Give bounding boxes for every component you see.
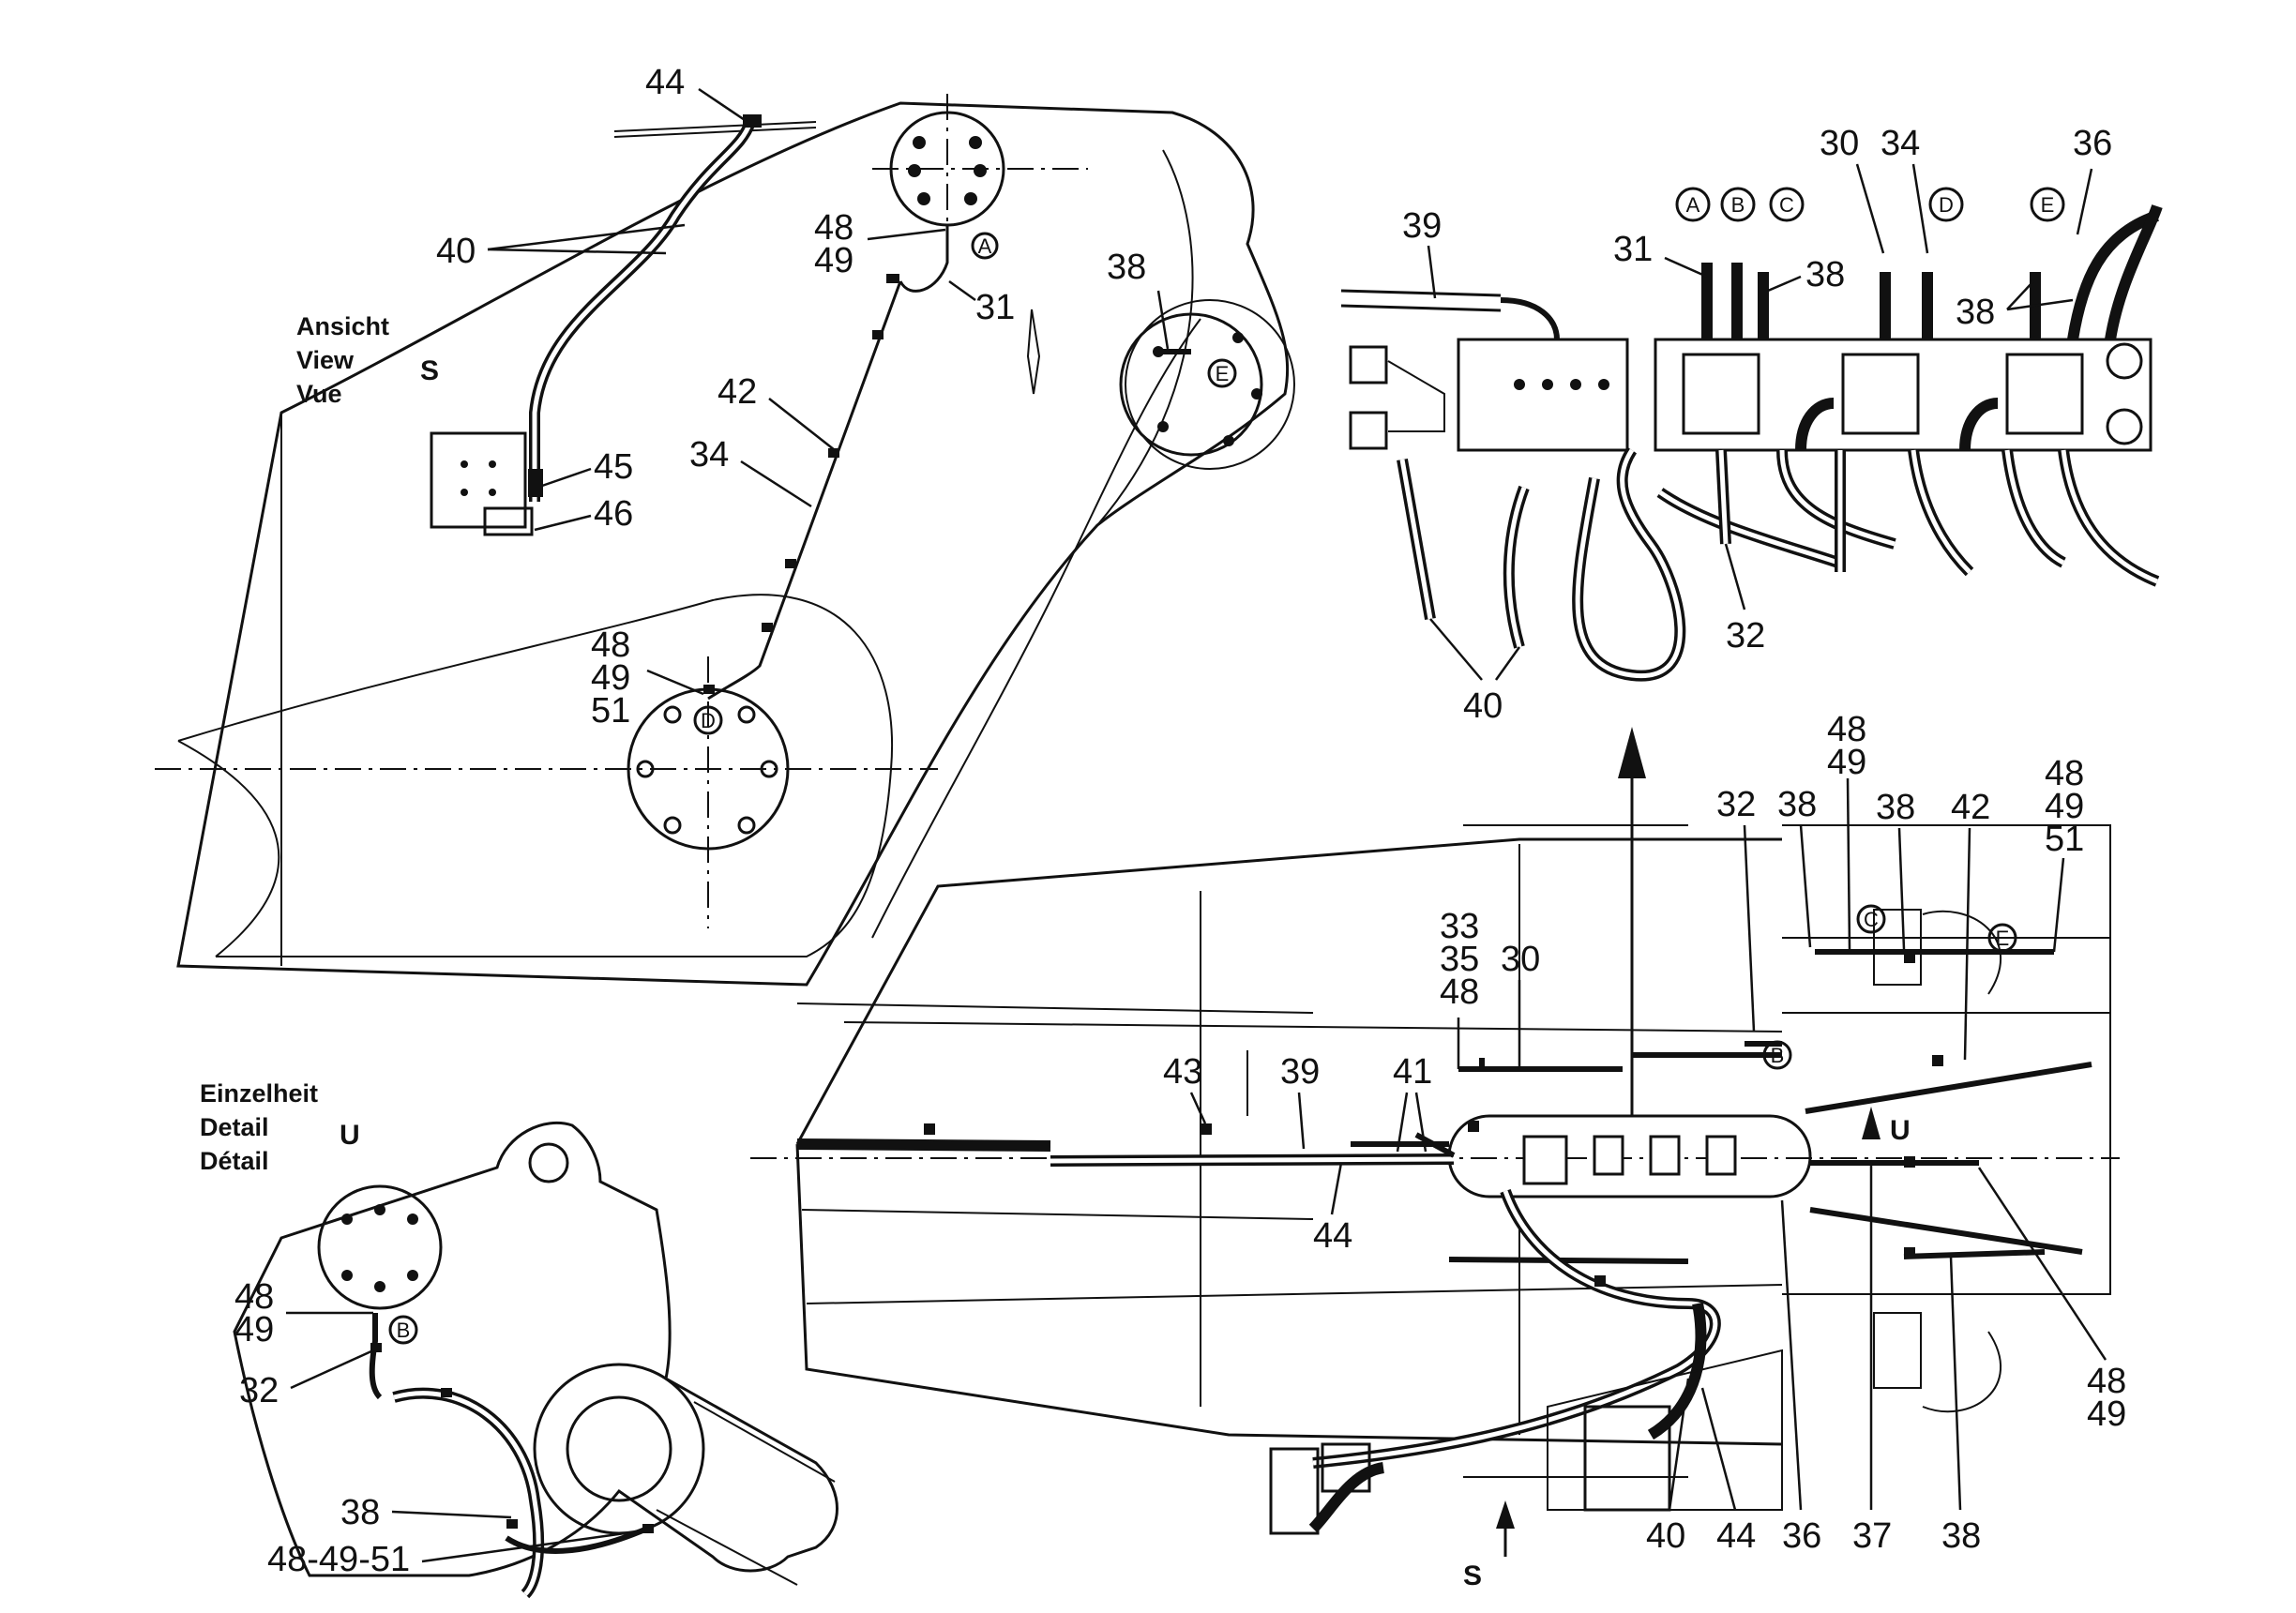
callout-31: 31 — [1613, 230, 1653, 269]
valve-block-detail — [1340, 204, 2163, 682]
callout-49: 49 — [2045, 787, 2084, 826]
callout-40: 40 — [436, 232, 476, 271]
detail-u-callouts: 48 49 B 32 38 48-49-51 — [234, 1277, 646, 1579]
callout-48: 48 — [591, 626, 630, 665]
callout-36: 36 — [2073, 124, 2112, 163]
callout-42: 42 — [1951, 788, 1990, 827]
callout-44: 44 — [645, 63, 685, 102]
circled-a: A — [978, 234, 992, 258]
view-arrow-up — [1618, 727, 1646, 1116]
view-s-boom-head — [155, 94, 1295, 987]
detail-u-heading-en: Detail — [200, 1113, 269, 1141]
callout-37: 37 — [1852, 1516, 1892, 1556]
callout-34: 34 — [689, 435, 729, 475]
circled-e: E — [1996, 927, 2010, 950]
marker-u: U — [1890, 1115, 1911, 1146]
circled-c: C — [1864, 908, 1879, 931]
callout-36: 36 — [1782, 1516, 1821, 1556]
callout-51: 51 — [591, 691, 630, 731]
callout-48: 48 — [2045, 754, 2084, 793]
callout-39: 39 — [1402, 206, 1442, 246]
view-s-heading-de: Ansicht — [296, 312, 389, 340]
callout-38: 38 — [1107, 248, 1146, 287]
callout-38: 38 — [1876, 788, 1915, 827]
callout-49: 49 — [814, 241, 853, 280]
callout-48: 48 — [2087, 1362, 2126, 1401]
callout-30: 30 — [1501, 940, 1540, 979]
callout-38: 38 — [1941, 1516, 1981, 1556]
callout-43: 43 — [1163, 1052, 1202, 1092]
view-s-callouts: 44 40 45 46 48 49 A 31 42 34 38 E 48 49 … — [436, 63, 1237, 735]
callout-38: 38 — [1956, 293, 1995, 332]
callout-38: 38 — [1805, 255, 1845, 294]
callout-44: 44 — [1313, 1216, 1352, 1256]
circled-e: E — [1216, 362, 1230, 385]
detail-u-heading-fr: Détail — [200, 1147, 269, 1175]
callout-48: 48 — [814, 208, 853, 248]
callout-39: 39 — [1280, 1052, 1320, 1092]
callout-42: 42 — [718, 372, 757, 412]
boom-plan-view — [750, 824, 2120, 1535]
detail-u-letter: U — [340, 1120, 360, 1151]
callout-31: 31 — [975, 288, 1015, 327]
boom-plan-callouts: 48 49 32 38 38 42 C E 48 49 51 B 33 35 4… — [1163, 710, 2126, 1591]
callout-46: 46 — [594, 494, 633, 534]
callout-48: 48 — [234, 1277, 274, 1317]
detail-u-heading: Einzelheit Detail Détail U — [200, 1079, 360, 1175]
callout-33: 33 — [1440, 907, 1479, 946]
detail-u-lug — [233, 1121, 838, 1599]
callout-49: 49 — [234, 1310, 274, 1349]
view-s-heading-fr: Vue — [296, 380, 342, 408]
circled-c: C — [1779, 193, 1794, 217]
circled-b: B — [1731, 193, 1745, 217]
circled-b: B — [397, 1319, 411, 1342]
callout-49: 49 — [2087, 1394, 2126, 1434]
callout-51: 51 — [2045, 820, 2084, 859]
callout-34: 34 — [1881, 124, 1920, 163]
valve-block-callouts: 39 A B C D E 31 38 30 34 36 38 32 40 — [1402, 124, 2112, 726]
callout-35: 35 — [1440, 940, 1479, 979]
detail-u-heading-de: Einzelheit — [200, 1079, 318, 1108]
callout-48: 48 — [1827, 710, 1866, 749]
callout-32: 32 — [1726, 616, 1765, 656]
callout-32: 32 — [1716, 785, 1756, 824]
callout-40: 40 — [1646, 1516, 1685, 1556]
callout-40: 40 — [1463, 686, 1503, 726]
view-s-heading-en: View — [296, 346, 355, 374]
callout-41: 41 — [1393, 1052, 1432, 1092]
callout-48-49-51: 48-49-51 — [267, 1540, 410, 1579]
callout-48: 48 — [1440, 972, 1479, 1012]
callout-49: 49 — [591, 658, 630, 698]
view-s-heading: Ansicht View Vue S — [296, 312, 439, 408]
circled-d: D — [701, 709, 716, 732]
circled-a: A — [1686, 193, 1700, 217]
callout-44: 44 — [1716, 1516, 1756, 1556]
view-s-letter: S — [420, 355, 439, 386]
callout-32: 32 — [239, 1371, 279, 1410]
callout-38: 38 — [1777, 785, 1817, 824]
circled-d: D — [1939, 193, 1954, 217]
callout-49: 49 — [1827, 743, 1866, 782]
callout-30: 30 — [1820, 124, 1859, 163]
circled-e: E — [2041, 193, 2055, 217]
marker-s: S — [1463, 1560, 1482, 1591]
callout-38: 38 — [340, 1493, 380, 1532]
callout-45: 45 — [594, 447, 633, 487]
circled-b: B — [1771, 1044, 1785, 1067]
